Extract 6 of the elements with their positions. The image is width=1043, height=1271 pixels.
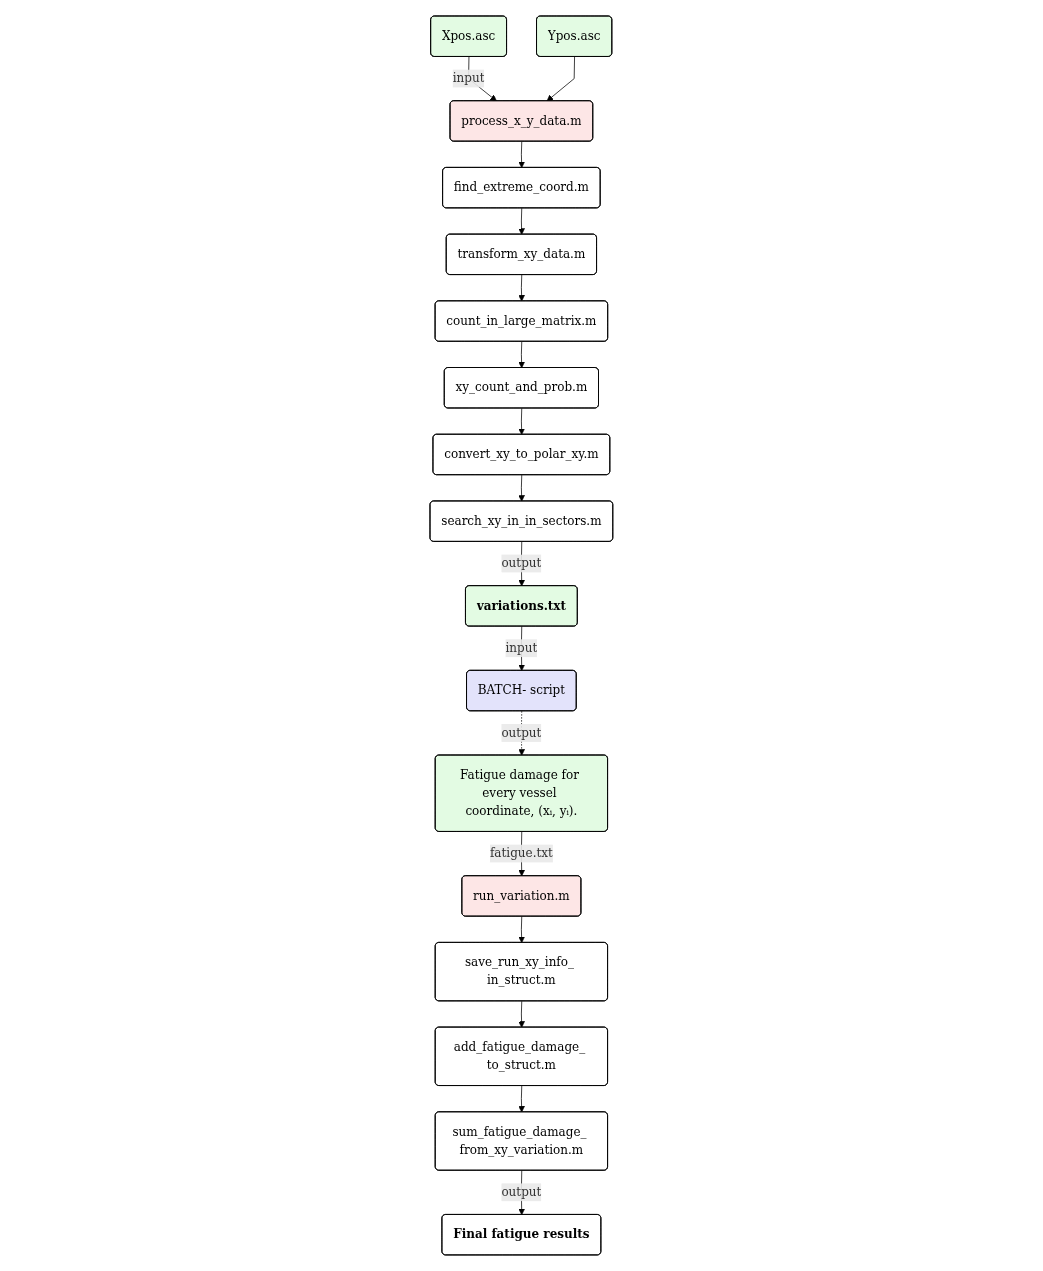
edge-label: input [505,640,538,655]
edge-label: input [452,71,485,86]
edge-label: output [501,1184,542,1200]
edge-label: fatigue.txt [490,846,553,861]
edge-label: output [501,725,542,740]
edge-label: output [501,556,542,571]
